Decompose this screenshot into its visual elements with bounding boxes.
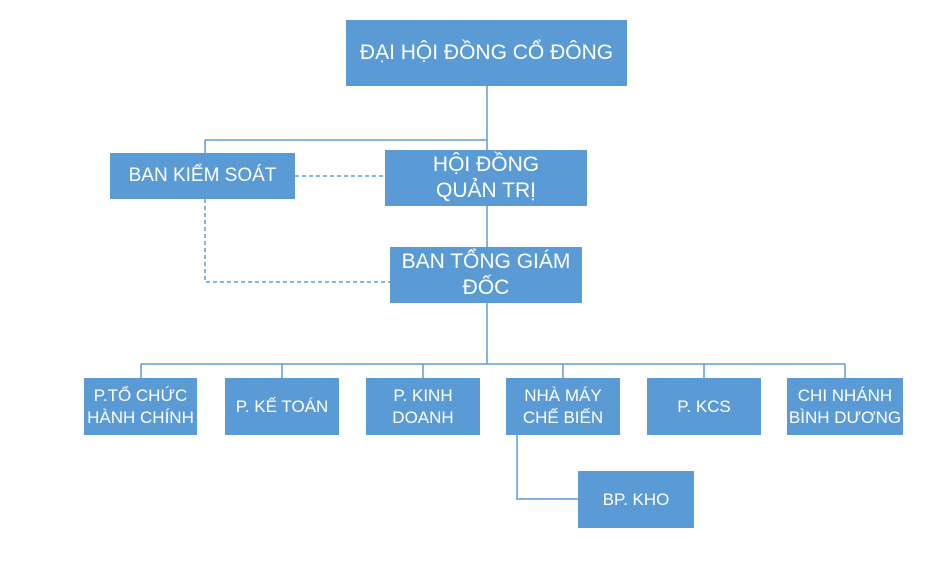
node-department-admin: P.TỔ CHỨC HÀNH CHÍNH [84, 378, 197, 435]
node-department-label: P. KCS [677, 396, 731, 416]
dashed-supervisory-management [204, 199, 390, 283]
node-shareholders-meeting: ĐẠI HỘI ĐỒNG CỔ ĐÔNG [346, 20, 627, 86]
node-department-label: P. KINH DOANH [392, 386, 454, 427]
node-department-kcs: P. KCS [647, 378, 761, 435]
node-department-sales: P. KINH DOANH [366, 378, 480, 435]
node-board-of-directors: HỘI ĐỒNG QUẢN TRỊ [385, 150, 587, 206]
node-management-label: BAN TỔNG GIÁM ĐỐC [401, 249, 571, 299]
connector-factory-to-warehouse [516, 435, 578, 500]
node-processing-factory: NHÀ MÁY CHẾ BIẾN [506, 378, 620, 435]
node-general-management: BAN TỔNG GIÁM ĐỐC [390, 247, 582, 303]
node-department-accounting: P. KẾ TOÁN [225, 378, 339, 435]
node-warehouse-label: BP. KHO [602, 489, 670, 509]
node-binh-duong-branch: CHI NHÁNH BÌNH DƯƠNG [787, 378, 903, 435]
node-supervisory-board: BAN KIỂM SOÁT [110, 153, 295, 199]
node-department-label: P. KẾ TOÁN [235, 396, 329, 416]
node-department-label: P.TỔ CHỨC HÀNH CHÍNH [87, 386, 194, 427]
node-shareholders-label: ĐẠI HỘI ĐỒNG CỔ ĐÔNG [359, 40, 614, 64]
node-department-label: NHÀ MÁY CHẾ BIẾN [522, 386, 604, 427]
node-warehouse: BP. KHO [578, 471, 694, 528]
node-supervisory-label: BAN KIỂM SOÁT [128, 165, 277, 187]
node-board-label: HỘI ĐỒNG QUẢN TRỊ [432, 152, 540, 202]
node-department-label: CHI NHÁNH BÌNH DƯƠNG [788, 386, 902, 427]
